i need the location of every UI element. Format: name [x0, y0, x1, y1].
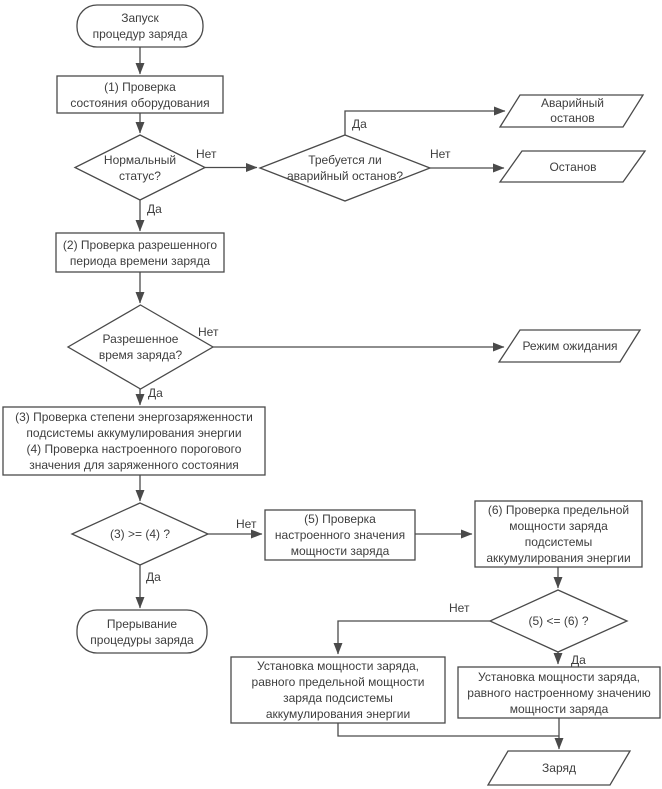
node-shapes: [2, 4, 661, 786]
interrupt-terminator-shape: [76, 609, 208, 654]
process-2-label: (2) Проверка разрешенного периода времен…: [62, 237, 218, 268]
connector-arrows: [135, 47, 564, 750]
decision-normal-status-label: Нормальный статус?: [103, 152, 177, 183]
process-1-shape: [56, 75, 224, 114]
edge-label-cmp34-no: Нет: [236, 517, 257, 531]
output-standby-label: Режим ожидания: [522, 339, 618, 353]
edge-label-cmp34-yes: Да: [146, 570, 161, 584]
edge-label-time-no: Нет: [198, 325, 219, 339]
decision-allowed-time-label: Разрешенное время заряда?: [98, 332, 183, 362]
decision-cmp-3-4-label: (3) >= (4) ?: [109, 526, 171, 541]
process-1-label: (1) Проверка состояния оборудования: [70, 79, 210, 110]
decision-cmp-5-6-label: (5) <= (6) ?: [528, 614, 589, 628]
edge-label-cmp56-no: Нет: [449, 601, 470, 615]
process-2-shape: [55, 232, 225, 273]
edge-label-status-yes: Да: [147, 202, 162, 216]
edge-label-estop-no: Нет: [430, 147, 451, 161]
decision-cmp-5-6-shape: [488, 589, 629, 653]
process-6-shape: [474, 500, 643, 568]
process-3-4-shape: [2, 406, 266, 476]
output-charge-label: Заряд: [542, 761, 576, 775]
decision-allowed-time-shape: [66, 304, 215, 390]
output-stop-label: Останов: [549, 159, 597, 174]
process-set-limit-power-shape: [230, 656, 446, 724]
start-terminator-label: Запуск процедур заряда: [92, 11, 188, 41]
output-charge-shape: [486, 750, 632, 786]
line-merge-limit-power: [337, 723, 559, 737]
process-set-conf-power-label: Установка мощности заряда, равного настр…: [467, 669, 651, 716]
arrow-estop-yes: [344, 106, 506, 135]
edge-label-cmp56-yes: Да: [571, 653, 586, 667]
decision-normal-status-shape: [73, 134, 207, 201]
process-set-conf-power-shape: [457, 666, 661, 719]
output-emergency-stop-label: Аварийный останов: [541, 96, 604, 125]
edge-label-status-no: Нет: [196, 147, 217, 161]
output-emergency-stop-shape: [498, 94, 645, 128]
arrow-cmp56-no: [333, 620, 490, 655]
edge-label-time-yes: Да: [148, 386, 163, 400]
output-standby-shape: [497, 329, 642, 363]
start-terminator-shape: [76, 4, 204, 48]
process-set-limit-power-label: Установка мощности заряда, равного преде…: [251, 659, 425, 721]
process-6-label: (6) Проверка предельной мощности заряда …: [486, 503, 631, 565]
process-5-shape: [264, 509, 416, 561]
process-3-4-label: (3) Проверка степени энергозаряженности …: [15, 410, 253, 472]
output-stop-shape: [498, 150, 647, 183]
interrupt-terminator-label: Прерывание процедуры заряда: [90, 616, 194, 647]
process-5-label: (5) Проверка настроенного значения мощно…: [274, 512, 406, 558]
decision-need-estop-label: Требуется ли аварийный останов?: [286, 153, 403, 183]
edge-label-estop-yes: Да: [352, 117, 367, 131]
decision-need-estop-shape: [258, 134, 432, 202]
decision-cmp-3-4-shape: [70, 502, 210, 566]
